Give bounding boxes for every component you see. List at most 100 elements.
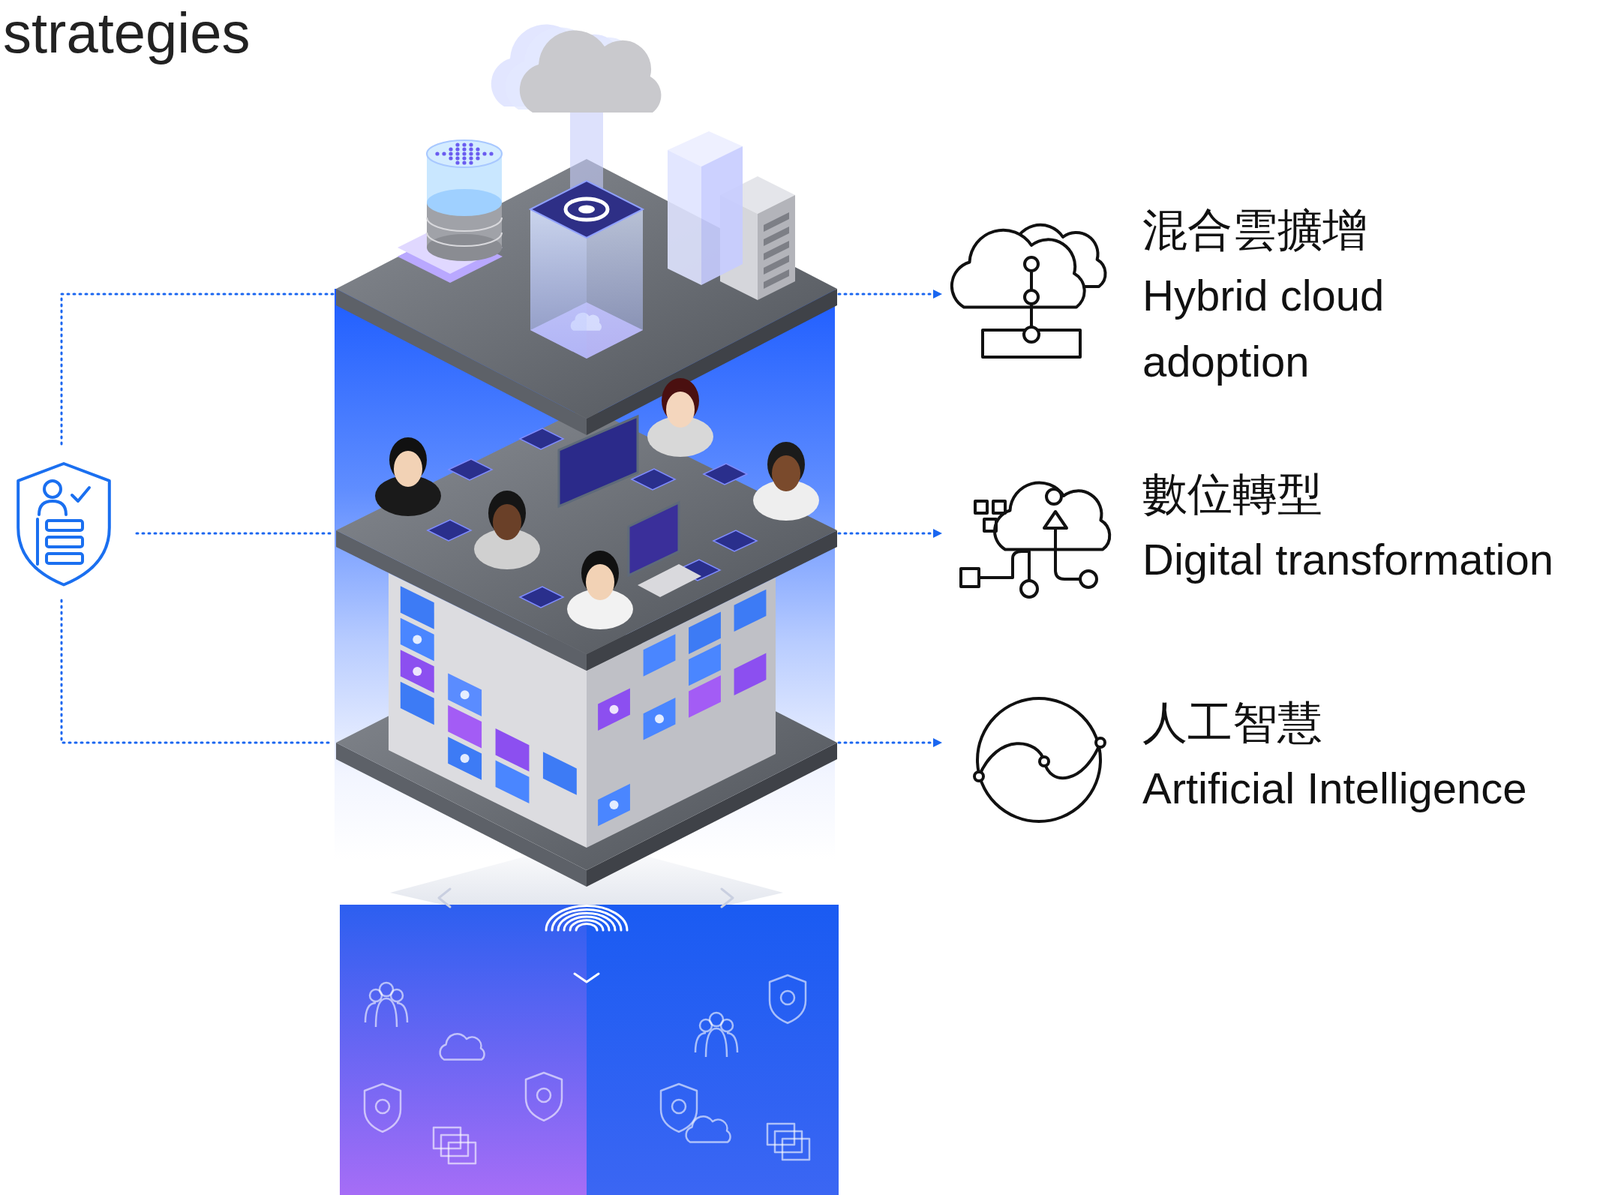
- layer-sheet: [397, 230, 503, 283]
- window-tile: [543, 751, 577, 796]
- fingerprint-ridge: [558, 912, 616, 931]
- shape-triangle: [1044, 511, 1067, 529]
- node-dot: [1024, 290, 1039, 304]
- window: [441, 1134, 469, 1156]
- compliance-shield-icon: [18, 463, 110, 586]
- node-dot: [1024, 257, 1039, 271]
- shield-icon: [525, 1072, 562, 1121]
- fingerprint-ridge: [570, 920, 604, 931]
- window-tile: [495, 760, 530, 805]
- database-dot: [462, 147, 466, 151]
- fingerprint-ridge: [546, 906, 628, 931]
- shield-mark: [375, 1099, 390, 1114]
- strategy-item: 數位轉型Digital transformation: [1142, 460, 1593, 593]
- circuit-line: [978, 528, 1081, 581]
- building-body: [388, 573, 776, 848]
- ai-icon: [974, 698, 1105, 822]
- database-base: [426, 234, 502, 262]
- cloud-outline: [951, 230, 1085, 308]
- window-tile: [400, 681, 435, 726]
- node-dot: [1023, 327, 1039, 343]
- server-right: [757, 195, 796, 301]
- cube-icons: [364, 975, 810, 1164]
- database-dot: [448, 151, 453, 156]
- middle-plate: [336, 406, 838, 671]
- wave: [978, 742, 1101, 778]
- glass-column-right: [701, 146, 743, 286]
- window-dot: [460, 690, 470, 700]
- arrowhead: [933, 528, 943, 538]
- cube-left-face: [339, 904, 587, 1195]
- person: [567, 550, 634, 630]
- chip-core: [578, 205, 595, 214]
- leader-line: [838, 741, 934, 745]
- window: [448, 1142, 476, 1164]
- leader-line: [838, 293, 934, 296]
- plate-top: [336, 159, 838, 419]
- window-tile: [734, 589, 767, 632]
- shield-icon: [769, 975, 806, 1024]
- window-tile: [597, 783, 631, 826]
- window-dot: [412, 634, 422, 644]
- hybrid-cloud-icon: [951, 225, 1106, 358]
- tablet: [427, 519, 472, 541]
- database-dot: [468, 151, 473, 156]
- window-dot: [654, 714, 664, 724]
- database-dot: [468, 147, 473, 151]
- database-dot: [462, 151, 466, 156]
- pixel: [993, 501, 1006, 514]
- node-dot: [1039, 756, 1049, 766]
- window-tile: [643, 697, 676, 740]
- node-dot: [1020, 580, 1038, 598]
- people-icon: [695, 1012, 738, 1057]
- fingerprint-ridge: [552, 909, 622, 931]
- shield-outline: [364, 1083, 401, 1132]
- database-dot: [455, 147, 460, 151]
- tablet: [713, 530, 757, 552]
- chevron-right: [721, 888, 733, 907]
- database-dot: [475, 156, 480, 160]
- strategy-item: 混合雲擴增Hybrid cloud adoption: [1142, 196, 1473, 395]
- monitor: [558, 416, 638, 507]
- person: [375, 437, 442, 517]
- page-title: strategies: [3, 3, 251, 64]
- chinese-heading: 混合雲擴增: [1142, 196, 1473, 263]
- dotted-leaders: [61, 294, 934, 743]
- window-tile: [734, 653, 767, 696]
- person: [474, 490, 541, 570]
- list-line: [46, 553, 83, 564]
- database-ring: [426, 217, 502, 247]
- window-tile: [688, 675, 721, 718]
- database-dot: [441, 151, 446, 156]
- database-dot: [455, 142, 460, 147]
- item-icons: [951, 225, 1110, 822]
- server-slot: [763, 269, 790, 289]
- node-dot: [1095, 738, 1105, 748]
- person-head: [44, 480, 61, 498]
- database-mid: [426, 189, 502, 217]
- cube-right-face: [586, 904, 839, 1195]
- database-dot: [468, 160, 473, 165]
- chevrons: [438, 888, 733, 982]
- monitor: [628, 502, 679, 576]
- body: [695, 1028, 738, 1057]
- leader-line: [136, 532, 334, 535]
- window: [782, 1138, 810, 1160]
- chinese-heading: 人工智慧: [1142, 689, 1593, 756]
- pixel: [984, 519, 997, 532]
- database-dot: [455, 160, 460, 165]
- shield-outline: [769, 975, 806, 1024]
- database-dot: [455, 151, 460, 156]
- database-dot: [482, 151, 487, 156]
- window: [774, 1131, 802, 1153]
- database-dot: [448, 156, 453, 160]
- english-label: Hybrid cloud adoption: [1142, 262, 1473, 395]
- database-dot: [475, 151, 480, 156]
- check-mark: [72, 487, 90, 502]
- cloud: [519, 30, 662, 113]
- chinese-heading: 數位轉型: [1142, 460, 1593, 527]
- chevron-down: [574, 973, 599, 982]
- database-dot: [455, 156, 460, 160]
- pixel: [975, 501, 988, 514]
- window-dot: [412, 666, 422, 676]
